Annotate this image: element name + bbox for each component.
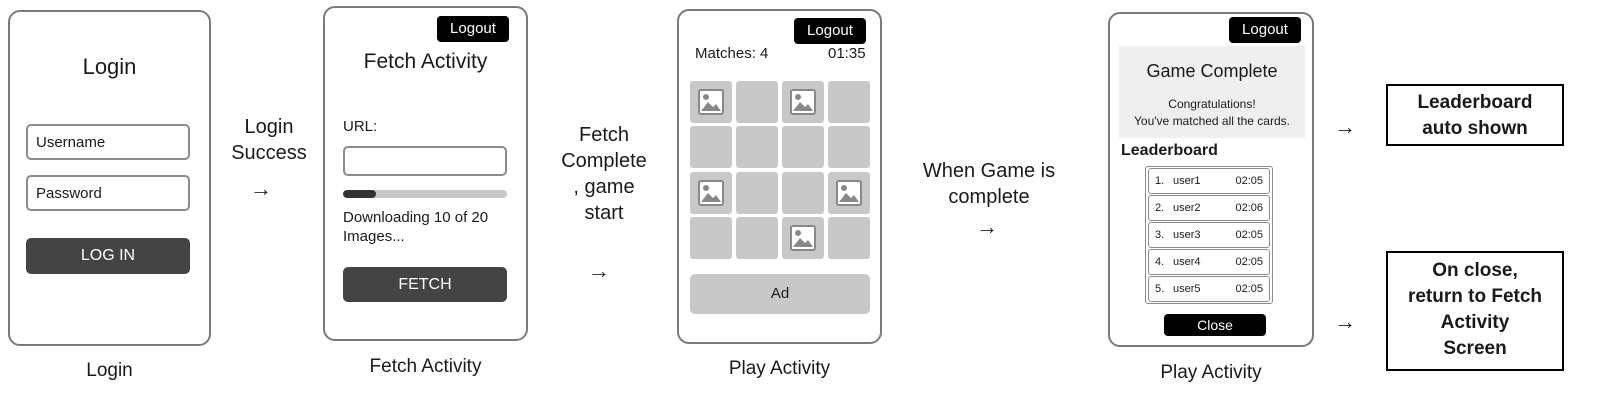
flow-label-line: Complete [561,150,647,172]
note-line: Activity [1440,312,1510,333]
card-hidden[interactable] [736,172,778,214]
note-leaderboard-auto-shown: Leaderboard auto shown [1386,84,1564,146]
leaderboard-user: user4 [1173,256,1201,268]
arrow-right-icon: → [1334,309,1356,334]
leaderboard-row: 4. user4 02:05 [1148,249,1270,275]
leaderboard-row: 1. user1 02:05 [1148,168,1270,194]
note-line: Screen [1443,338,1507,359]
flow-label-line: complete [948,186,1030,208]
card-hidden[interactable] [690,126,732,168]
flow-label-line: , game [573,176,635,198]
login-caption: Login [86,360,133,381]
image-icon [836,180,862,206]
login-button[interactable]: LOG IN [26,238,190,274]
note-line: return to Fetch [1407,286,1543,307]
close-button[interactable]: Close [1164,314,1266,336]
logout-button[interactable]: Logout [437,16,509,42]
download-progress-fill [343,190,376,198]
leaderboard-row: 2. user2 02:06 [1148,195,1270,221]
download-status: Downloading 10 of 20 Images... [343,208,488,246]
game-timer: 01:35 [828,45,866,62]
leaderboard-user: user2 [1173,202,1201,214]
congrats-message: Congratulations! You've matched all the … [1119,96,1305,130]
leaderboard-title: Leaderboard [1121,142,1218,159]
game-complete-dialog [1119,46,1305,138]
leaderboard-time: 02:05 [1235,283,1263,295]
flow-label-line: Success [231,142,307,164]
card-hidden[interactable] [736,217,778,259]
card-hidden[interactable] [782,126,824,168]
image-icon [790,225,816,251]
arrow-right-icon: → [1334,114,1356,139]
game-complete-title: Game Complete [1146,61,1278,81]
card-hidden[interactable] [782,172,824,214]
url-input[interactable] [343,146,507,176]
leaderboard-time: 02:05 [1235,175,1263,187]
card-hidden[interactable] [828,81,870,123]
note-line: auto shown [1422,118,1528,139]
url-label: URL: [343,118,378,135]
image-icon [698,180,724,206]
card-hidden[interactable] [828,126,870,168]
card-hidden[interactable] [736,81,778,123]
flow-label-line: Fetch [578,124,630,146]
note-on-close-return: On close, return to Fetch Activity Scree… [1386,251,1564,371]
flow-label-game-complete: When Game is complete [906,158,1072,210]
arrow-right-icon: → [588,258,610,283]
image-icon [790,89,816,115]
matches-counter: Matches: 4 [695,45,769,62]
username-field[interactable]: Username [26,124,190,160]
card-image[interactable] [782,81,824,123]
card-hidden[interactable] [828,217,870,259]
leaderboard-table [1145,166,1273,304]
leaderboard-user: user1 [1173,175,1201,187]
flow-label-line: Login [244,116,294,138]
complete-caption: Play Activity [1160,362,1262,383]
password-field[interactable]: Password [26,175,190,211]
congrats-message-line: Congratulations! [1168,97,1256,111]
download-status-line: Images... [343,228,405,245]
arrow-right-icon: → [976,214,998,239]
login-title: Login [82,54,137,79]
congrats-message-line: You've matched all the cards. [1134,114,1290,128]
card-image[interactable] [828,172,870,214]
download-status-line: Downloading 10 of 20 [343,209,489,226]
leaderboard-row: 3. user3 02:05 [1148,222,1270,248]
flow-label-line: start [584,202,624,224]
leaderboard-rank: 4. [1155,256,1165,268]
logout-button[interactable]: Logout [794,18,866,44]
leaderboard-rank: 3. [1155,229,1165,241]
logout-button[interactable]: Logout [1229,17,1301,43]
leaderboard-rank: 2. [1155,202,1165,214]
play-caption: Play Activity [728,358,831,379]
fetch-button[interactable]: FETCH [343,267,507,302]
card-image[interactable] [690,81,732,123]
flow-label-login-success: Login Success [220,114,318,166]
arrow-right-icon: → [250,176,272,201]
flow-label-line: When Game is [922,160,1056,182]
card-image[interactable] [690,172,732,214]
ad-banner[interactable]: Ad [690,274,870,314]
note-line: On close, [1432,260,1518,281]
leaderboard-row: 5. user5 02:05 [1148,276,1270,302]
leaderboard-rank: 5. [1155,283,1165,295]
card-image[interactable] [782,217,824,259]
note-line: Leaderboard [1417,92,1533,113]
leaderboard-user: user5 [1173,283,1201,295]
card-hidden[interactable] [690,217,732,259]
leaderboard-user: user3 [1173,229,1201,241]
flow-label-fetch-complete: Fetch Complete , game start [548,122,660,226]
download-progress-bar [343,190,507,198]
leaderboard-time: 02:06 [1235,202,1263,214]
fetch-caption: Fetch Activity [369,356,482,377]
card-hidden[interactable] [736,126,778,168]
leaderboard-rank: 1. [1155,175,1165,187]
leaderboard-time: 02:05 [1235,229,1263,241]
leaderboard-time: 02:05 [1235,256,1263,268]
image-icon [698,89,724,115]
fetch-title: Fetch Activity [363,50,488,73]
